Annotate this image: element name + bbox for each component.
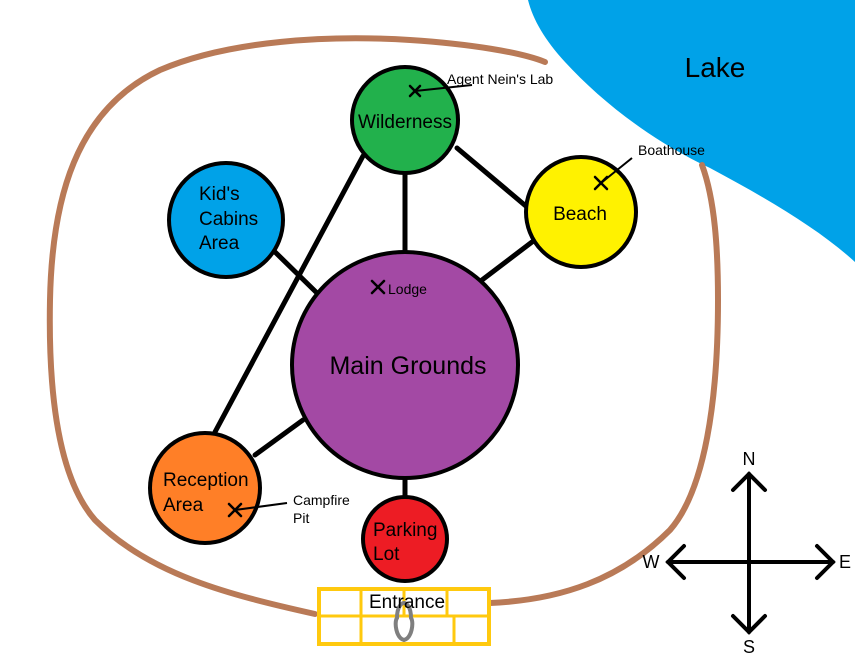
path-kids-main [270, 247, 321, 297]
lake [528, 0, 855, 262]
zone-parking-label-1: Parking [373, 520, 437, 541]
path-reception-main [252, 417, 306, 458]
poi-campfire-leader [234, 502, 288, 511]
poi-boathouse-label: Boathouse [638, 142, 705, 158]
path-beach-main [479, 239, 535, 283]
zone-beach[interactable] [524, 155, 638, 269]
entrance-label: Entrance [369, 592, 445, 613]
zone-kids-cabins[interactable] [167, 161, 285, 279]
poi-campfire[interactable]: Campfire Pit [227, 492, 350, 526]
zone-wilderness-label: Wilderness [358, 112, 452, 133]
trail-loop-east [487, 162, 722, 606]
zone-parking-label-2: Lot [373, 544, 400, 565]
poi-lodge[interactable]: Lodge [370, 279, 427, 297]
zone-main-grounds-label: Main Grounds [329, 352, 486, 380]
compass-north-label: N [743, 449, 756, 469]
zone-main-grounds[interactable] [290, 250, 520, 480]
zone-parking[interactable] [361, 495, 449, 583]
paths [212, 145, 535, 501]
compass-south-label: S [743, 637, 755, 656]
zone-kids-cabins-label-3: Area [199, 233, 240, 254]
poi-lab-leader [414, 84, 473, 92]
arrow-south-icon [731, 614, 767, 635]
zone-kids-cabins-label-1: Kid's [199, 184, 240, 205]
poi-boathouse[interactable]: Boathouse [593, 142, 705, 191]
poi-lodge-label: Lodge [388, 281, 427, 297]
zone-reception[interactable] [148, 431, 262, 545]
x-marker-icon [370, 279, 386, 295]
path-wilderness-beach [454, 145, 530, 210]
zone-reception-label-2: Area [163, 495, 204, 516]
gate-icon [319, 589, 489, 644]
poi-lab-label: Agent Nein's Lab [447, 71, 553, 87]
entrance-gate[interactable]: Entrance [317, 587, 491, 646]
compass-east-label: E [839, 552, 851, 572]
poi-campfire-label-1: Campfire [293, 492, 350, 508]
lake-label: Lake [685, 52, 746, 83]
compass-west-label: W [643, 552, 660, 572]
trail-loop [46, 35, 548, 617]
poi-boathouse-leader [600, 157, 633, 184]
arrow-north-icon [731, 471, 767, 492]
zone-wilderness[interactable] [350, 65, 460, 175]
poi-campfire-label-2: Pit [293, 510, 309, 526]
arrow-west-icon [665, 544, 686, 580]
compass-rose [665, 471, 836, 635]
poi-lab[interactable]: Agent Nein's Lab [408, 71, 553, 98]
gate-lock-icon [393, 600, 415, 643]
zone-kids-cabins-label-2: Cabins [199, 209, 258, 230]
zone-beach-label: Beach [553, 204, 607, 225]
zone-reception-label-1: Reception [163, 470, 249, 491]
arrow-east-icon [815, 544, 836, 580]
path-wilderness-reception [212, 153, 366, 435]
